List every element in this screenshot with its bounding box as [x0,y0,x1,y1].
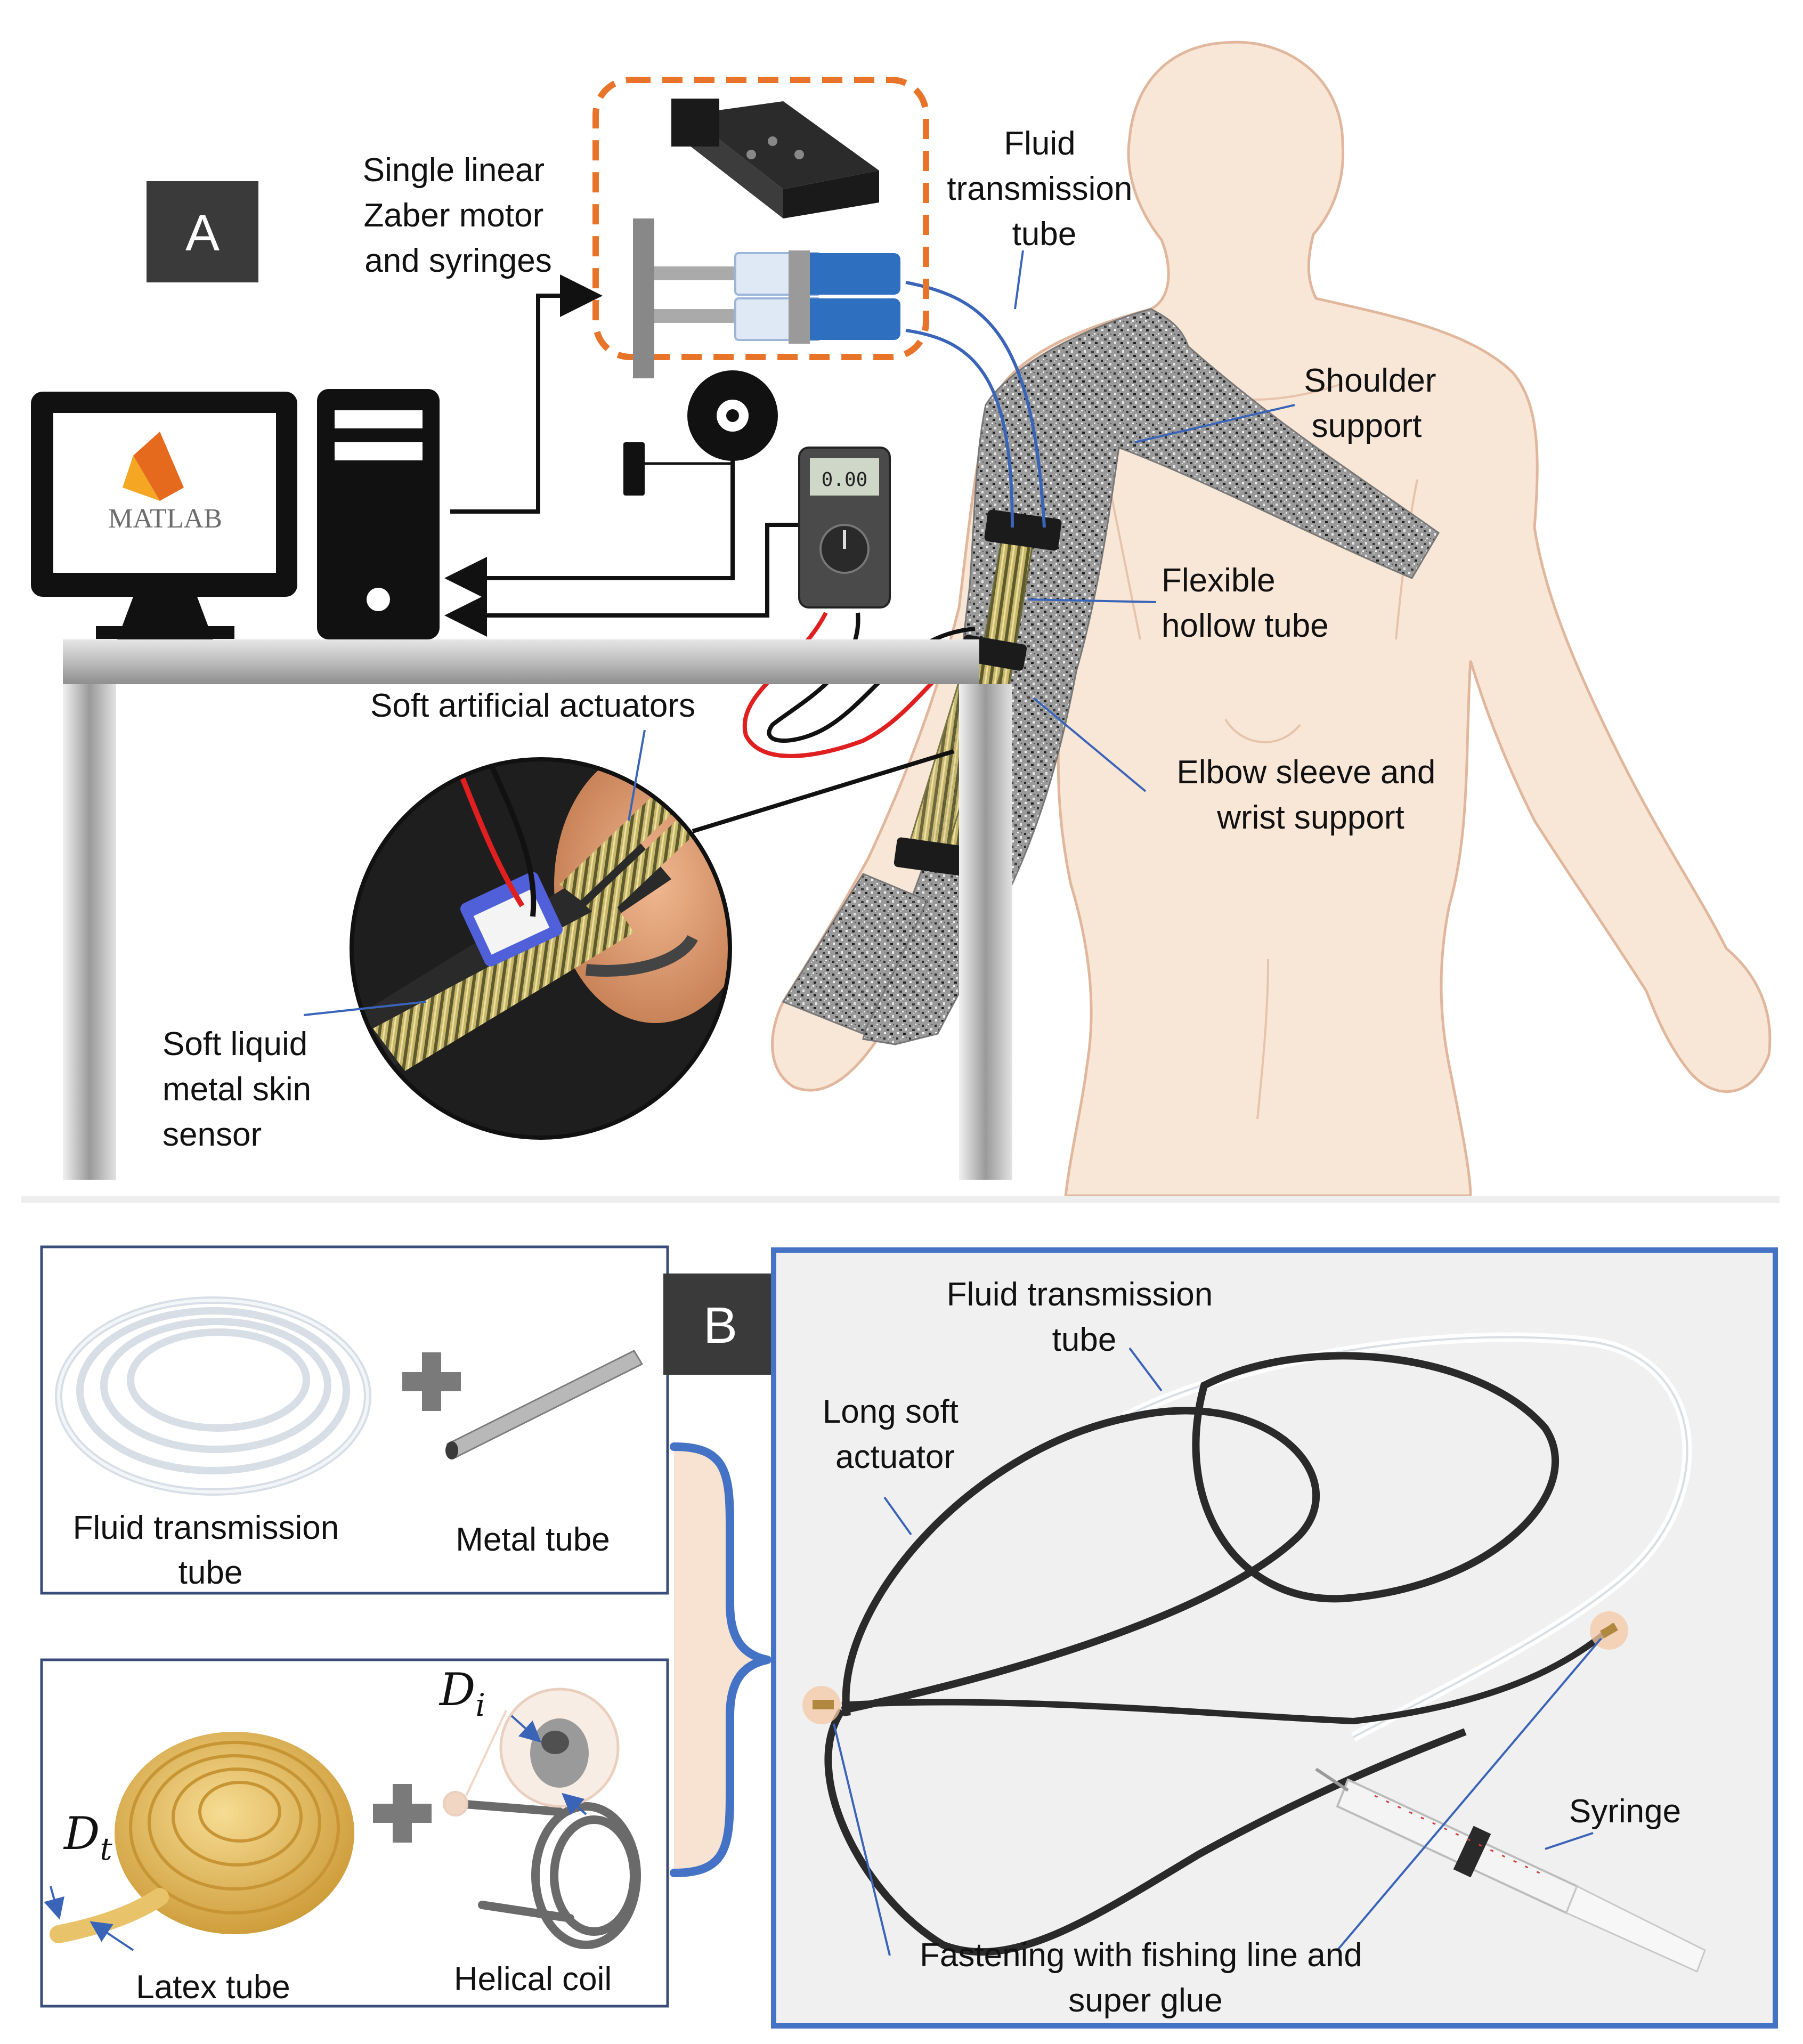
labels-a: Single linear Zaber motor and syringes F… [163,125,1445,1153]
table [63,639,1012,1180]
panel-a: MATLAB [31,40,1772,1197]
assembly-brace [670,1442,771,1877]
actuator-photo-frame: Fluid transmission tube Long soft actuat… [771,1247,1778,2029]
multimeter: 0.00 [798,447,891,609]
computer-tower [317,389,440,639]
latex-tube-coil [50,1732,354,1943]
label-leaders-b [833,1347,1602,1956]
fastening-label: Fastening with fishing line and super gl… [920,1937,1371,2019]
label-leaders-a [303,250,1295,1016]
wrist-support [782,873,928,1035]
zaber-linear-stage [671,99,879,218]
panel-b-letter: B [703,1297,737,1354]
panel-a-letter: A [185,205,220,262]
syringe-photo [1315,1767,1706,1973]
helical-coil [454,1799,641,1949]
syringe-pair [633,218,900,378]
panel-b-label: B [663,1274,778,1375]
motor-syringe-box [592,77,929,378]
flexible-tube-label: Flexible hollow tube [1162,562,1329,644]
metal-tube-label: Metal tube [456,1521,610,1558]
clear-tube-coil [55,1296,371,1496]
sensor-label: Soft liquid metal skin sensor [163,1026,320,1153]
dimension-arrows [44,1715,587,1951]
di-symbol: Di [438,1664,485,1723]
motor-label: Single linear Zaber motor and syringes [363,152,554,279]
dt-symbol: Dt [63,1807,112,1867]
plus-sign-bottom [373,1784,432,1843]
long-actuator-label: Long soft actuator [823,1393,968,1475]
elbow-sleeve-label: Elbow sleeve and wrist support [1176,754,1444,836]
multimeter-display: 0.00 [822,469,868,491]
human-body-illustration [771,40,1772,1197]
fluid-tube-label-small: Fluid transmission tube [73,1510,348,1591]
matlab-text: MATLAB [108,504,222,534]
materials-box-bottom: Di Dt Latex tube Helical coil [40,1658,669,2008]
computer-monitor: MATLAB [31,392,297,639]
shoulder-support-label: Shoulder support [1304,362,1445,444]
actuators-label: Soft artificial actuators [370,687,695,724]
panel-b: Fluid transmission tube Metal tube [40,1245,1778,2029]
materials-box-top: Fluid transmission tube Metal tube [40,1245,669,1595]
signal-arrows [444,274,799,637]
latex-tube-label: Latex tube [136,1969,290,2006]
panel-a-label: A [147,181,258,282]
zoom-connector-line [692,749,955,833]
fluid-tube-label-a: Fluid transmission tube [947,125,1141,253]
fluid-transmission-tubes [905,281,1046,528]
motor-pulley [623,370,778,496]
coil-tip-zoom [443,1688,620,1816]
matlab-logo: MATLAB [108,432,222,534]
fluid-tube-label-main: Fluid transmission tube [947,1276,1222,1358]
panel-divider [21,1196,1780,1203]
plus-sign-top [402,1352,461,1411]
metal-tube [445,1350,644,1459]
syringe-label: Syringe [1569,1793,1681,1830]
helical-coil-label: Helical coil [454,1961,612,1998]
sensor-zoom-inset [350,757,732,1140]
